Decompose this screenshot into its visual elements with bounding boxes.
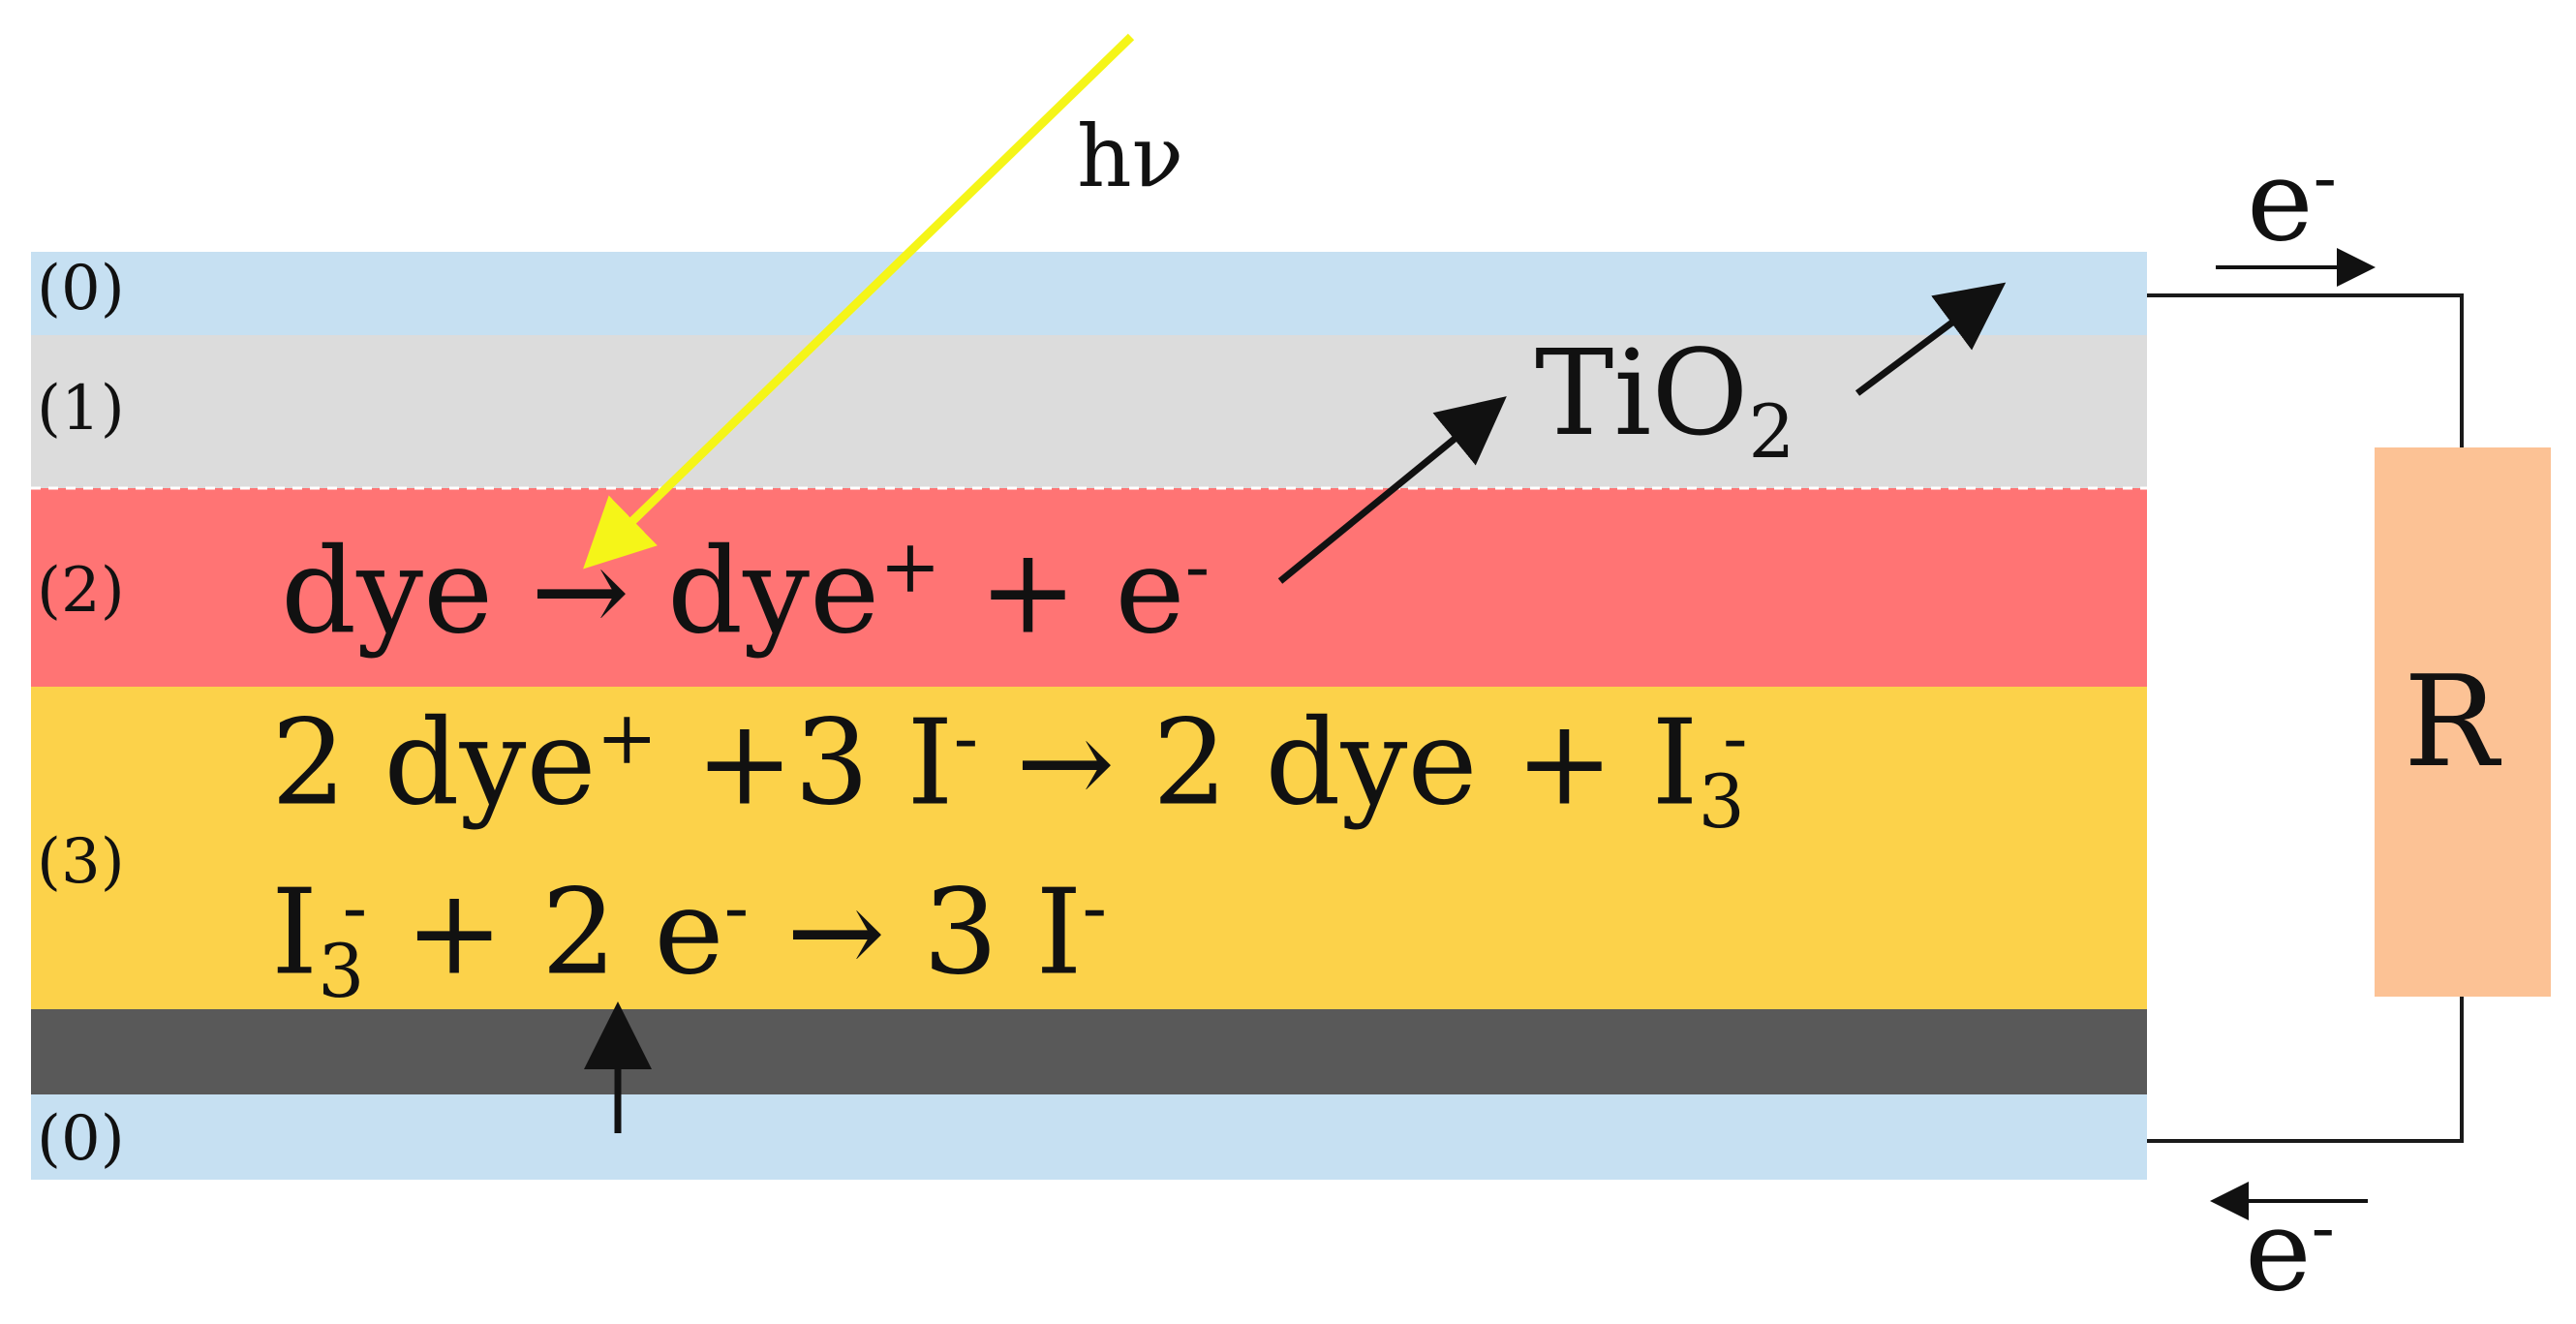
eq3-iodide-charge: -: [1082, 865, 1108, 950]
eq1-arrow: →: [531, 522, 630, 661]
layer-label-electrolyte: (3): [37, 826, 125, 898]
eq3-arrow: →: [785, 863, 886, 1001]
eq3-triiodide: I: [271, 863, 319, 1001]
electrolyte-layer: [31, 687, 2147, 1009]
dye-excitation-equation: dye → dye+ + e-: [281, 530, 1210, 650]
eq1-electron: + e: [978, 522, 1185, 661]
triiodide-reduction-equation: I3- + 2 e- → 3 I-: [271, 871, 1107, 1008]
tio2-base: TiO: [1535, 324, 1749, 462]
eq2-triiodide-charge: -: [1723, 695, 1748, 781]
eq2-dye-ion-charge: +: [596, 695, 658, 781]
light-ray-arrow: [583, 33, 1135, 570]
tio2-layer: [31, 335, 2147, 488]
tio2-label: TiO2: [1535, 334, 1795, 470]
eq3-electrons: + 2 e: [404, 863, 724, 1001]
eq2-triiodide-subscript: 3: [1698, 758, 1745, 845]
eq2-iodide: +3 I: [694, 693, 954, 832]
top-glass-layer: [31, 252, 2147, 335]
eq1-product: dye: [667, 522, 880, 661]
layer-label-tio2: (1): [37, 373, 125, 445]
eq3-triiodide-subscript: 3: [318, 928, 365, 1014]
electron-bottom-charge: -: [2311, 1186, 2335, 1268]
eq1-product-charge: +: [879, 524, 941, 609]
tio2-subscript: 2: [1748, 389, 1795, 476]
electron-label-bottom: e-: [2245, 1192, 2335, 1309]
dye-layer: [31, 488, 2147, 687]
resistor-label: R: [2404, 648, 2499, 795]
eq2-arrow: →: [1015, 693, 1116, 832]
eq1-reactant: dye: [281, 522, 494, 661]
electron-top-symbol: e: [2247, 136, 2314, 267]
layer-label-top-glass: (0): [37, 253, 125, 324]
eq2-iodide-charge: -: [953, 695, 979, 781]
electron-bottom-symbol: e: [2245, 1185, 2312, 1317]
eq2-dye-ion: 2 dye: [271, 693, 597, 832]
eq3-triiodide-charge: -: [342, 865, 368, 950]
resistor: [2375, 447, 2551, 997]
eq3-electron-charge: -: [723, 865, 750, 950]
dye-regeneration-equation: 2 dye+ +3 I- → 2 dye + I3-: [271, 701, 1748, 839]
layer-label-bottom-glass: (0): [37, 1103, 125, 1175]
eq1-electron-charge: -: [1184, 524, 1211, 609]
electron-collection-arrow: [1855, 282, 2007, 396]
eq3-iodide: 3 I: [922, 863, 1083, 1001]
eq2-products: 2 dye + I: [1151, 693, 1699, 832]
counter-electrode-layer: [31, 1009, 2147, 1094]
bottom-glass-layer: [31, 1094, 2147, 1180]
electron-injection-arrow: [1277, 396, 1507, 584]
circuit-wire-top: [2147, 293, 2464, 447]
electron-top-charge: -: [2313, 137, 2337, 218]
circuit-wire-bottom: [2147, 997, 2464, 1143]
light-label: hν: [1077, 107, 1184, 206]
electron-label-top: e-: [2247, 142, 2337, 259]
layer-label-dye: (2): [37, 555, 125, 627]
